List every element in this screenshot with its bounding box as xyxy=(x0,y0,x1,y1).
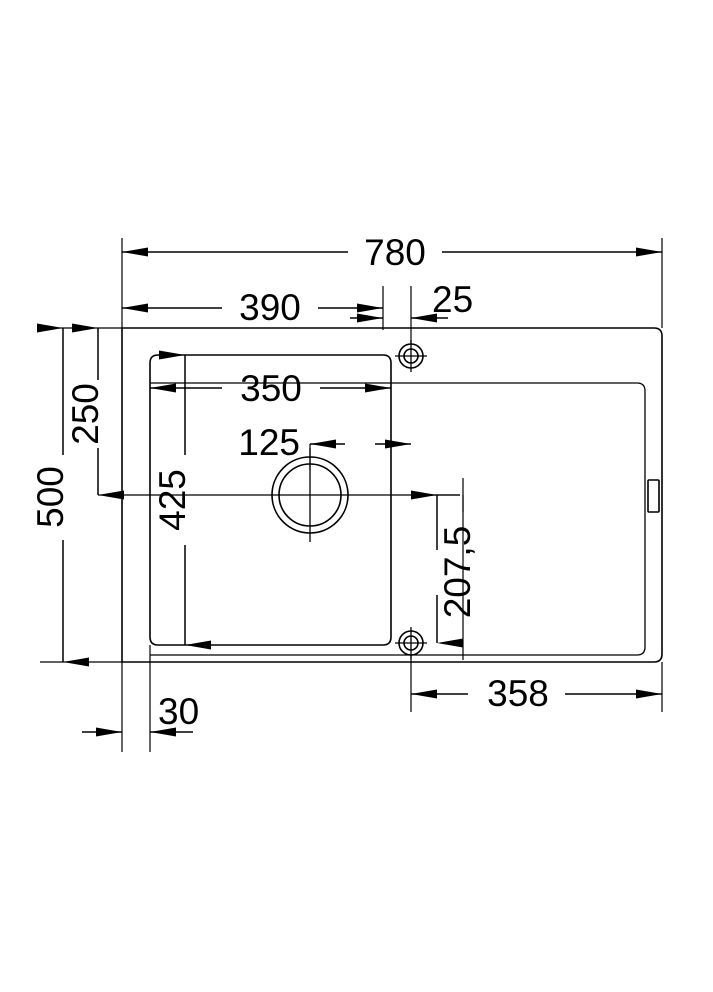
dimension-label-30: 30 xyxy=(158,691,199,732)
dimension-780: 780 xyxy=(122,232,662,273)
dimension-207-5: 207,5 xyxy=(411,490,478,648)
dimension-label-25: 25 xyxy=(432,279,473,320)
right-edge-slot xyxy=(647,479,660,513)
dimension-500: 500 xyxy=(30,323,89,667)
dimension-label-125: 125 xyxy=(238,422,300,463)
dimension-30: 30 xyxy=(82,691,199,737)
dimension-358: 358 xyxy=(411,673,662,714)
dimension-390: 390 xyxy=(122,287,383,328)
dimension-350: 350 xyxy=(150,368,391,409)
dimension-label-780: 780 xyxy=(364,232,426,273)
lower-mounting-hole xyxy=(395,627,427,659)
dimension-250: 250 xyxy=(65,323,140,500)
dimension-label-207-5: 207,5 xyxy=(437,526,478,619)
dimension-125: 125 xyxy=(238,422,411,470)
sink-bowl xyxy=(149,354,392,646)
upper-mounting-hole xyxy=(395,340,427,372)
dimension-label-390: 390 xyxy=(239,287,301,328)
dimension-25: 25 xyxy=(350,279,473,323)
dimension-label-250: 250 xyxy=(65,383,106,445)
drainboard-area xyxy=(150,382,646,656)
dimension-label-425: 425 xyxy=(152,469,193,531)
dimension-425: 425 xyxy=(152,350,211,650)
dimension-label-500: 500 xyxy=(30,466,71,528)
dimension-label-350: 350 xyxy=(240,368,302,409)
dimension-label-358: 358 xyxy=(487,673,549,714)
sink-outer-outline xyxy=(121,327,663,663)
